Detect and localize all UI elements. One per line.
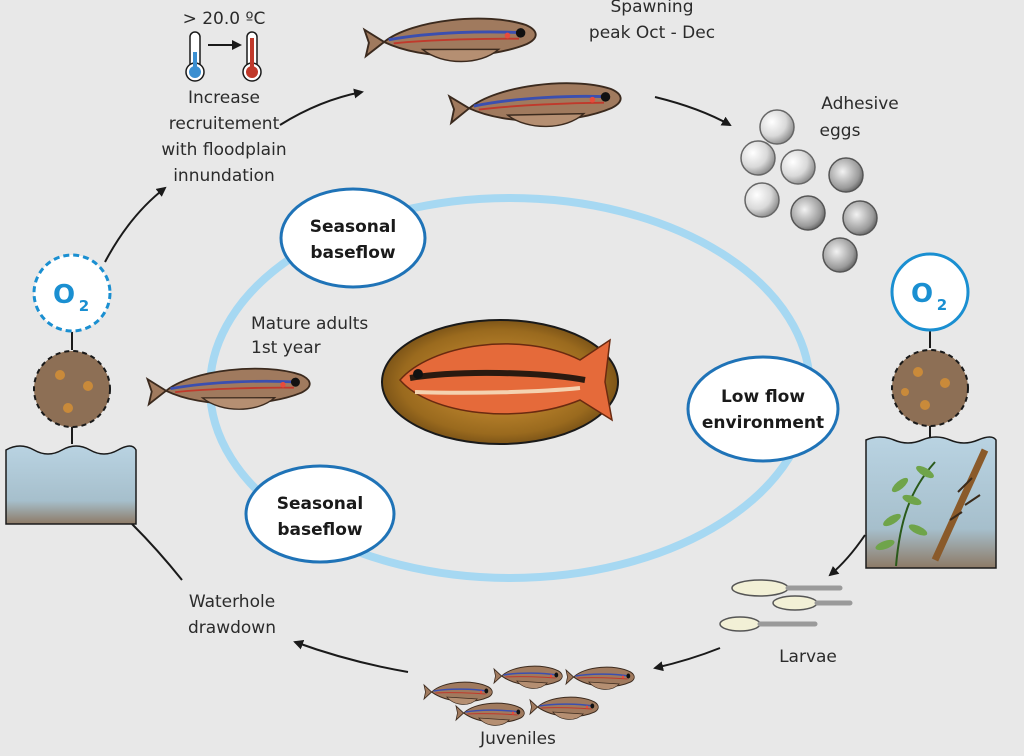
increase-line-4: innundation bbox=[173, 166, 275, 186]
larvae-label: Larvae bbox=[779, 647, 837, 667]
spawning-fish-2 bbox=[447, 77, 624, 135]
o2-left-text: O bbox=[53, 280, 75, 310]
juvenile-fish-group bbox=[423, 665, 636, 727]
fish-photo bbox=[381, 319, 619, 445]
increase-line-3: with floodplain bbox=[161, 140, 286, 160]
baseflow-bottom-line-2: baseflow bbox=[277, 520, 363, 540]
lowflow-line-2: environment bbox=[702, 413, 824, 433]
adhesive-line-1: Adhesive bbox=[821, 94, 898, 114]
arrow-to-spawning bbox=[279, 88, 364, 126]
mature-adults-label: Mature adults 1st year bbox=[251, 314, 368, 358]
spawning-line-2: peak Oct - Dec bbox=[589, 23, 715, 43]
sediment-icon-left bbox=[33, 350, 111, 428]
arrow-to-eggs bbox=[654, 96, 732, 126]
baseflow-top-line-2: baseflow bbox=[310, 243, 396, 263]
water-plant-box bbox=[865, 436, 997, 569]
waterhole-drawdown-label: Waterhole drawdown bbox=[188, 592, 276, 638]
mature-line-1: Mature adults bbox=[251, 314, 368, 334]
increase-line-1: Increase bbox=[188, 88, 260, 108]
baseflow-bottom-line-1: Seasonal bbox=[277, 494, 363, 514]
waterhole-line-2: drawdown bbox=[188, 618, 276, 638]
baseflow-top-line-1: Seasonal bbox=[310, 217, 396, 237]
lowflow-line-1: Low flow bbox=[721, 387, 805, 407]
mature-line-2: 1st year bbox=[251, 338, 321, 358]
seasonal-baseflow-bottom-bubble: Seasonal baseflow bbox=[244, 464, 396, 564]
spawning-line-1: Spawning bbox=[611, 0, 694, 17]
plant-icon bbox=[875, 461, 936, 567]
oxygen-icon-left: O 2 bbox=[32, 253, 112, 333]
o2-right-sub: 2 bbox=[937, 296, 947, 314]
arrow-to-waterhole bbox=[293, 640, 409, 673]
increase-line-2: recruitement bbox=[169, 114, 280, 134]
increase-recruitement-label: Increase recruitement with floodplain in… bbox=[161, 88, 286, 186]
o2-left-sub: 2 bbox=[79, 297, 89, 315]
waterhole-line-1: Waterhole bbox=[189, 592, 275, 612]
connector-left-bottom bbox=[131, 523, 183, 581]
adhesive-eggs-label: Adhesive eggs bbox=[820, 94, 899, 141]
arrow-to-increase bbox=[104, 186, 167, 263]
juveniles-label: Juveniles bbox=[479, 729, 556, 749]
low-flow-environment-bubble: Low flow environment bbox=[686, 355, 840, 463]
mature-fish-icon bbox=[145, 364, 313, 416]
o2-right-text: O bbox=[911, 279, 933, 309]
temperature-label: > 20.0 ºC bbox=[183, 9, 266, 29]
oxygen-icon-right: O 2 bbox=[890, 252, 970, 332]
thermometer-cold-icon bbox=[185, 31, 205, 82]
spawning-fish-1 bbox=[362, 13, 539, 68]
sediment-icon-right bbox=[891, 349, 969, 427]
larva-icon bbox=[719, 579, 853, 632]
egg-icon bbox=[740, 109, 878, 273]
thermometer-hot-icon bbox=[242, 31, 262, 82]
adhesive-line-2: eggs bbox=[820, 121, 861, 141]
arrow-to-juveniles bbox=[653, 647, 721, 672]
water-box-left bbox=[5, 445, 137, 525]
arrow-to-larvae bbox=[828, 534, 866, 577]
stick-icon bbox=[931, 448, 989, 562]
seasonal-baseflow-top-bubble: Seasonal baseflow bbox=[279, 187, 427, 289]
spawning-label: Spawning peak Oct - Dec bbox=[589, 0, 715, 43]
